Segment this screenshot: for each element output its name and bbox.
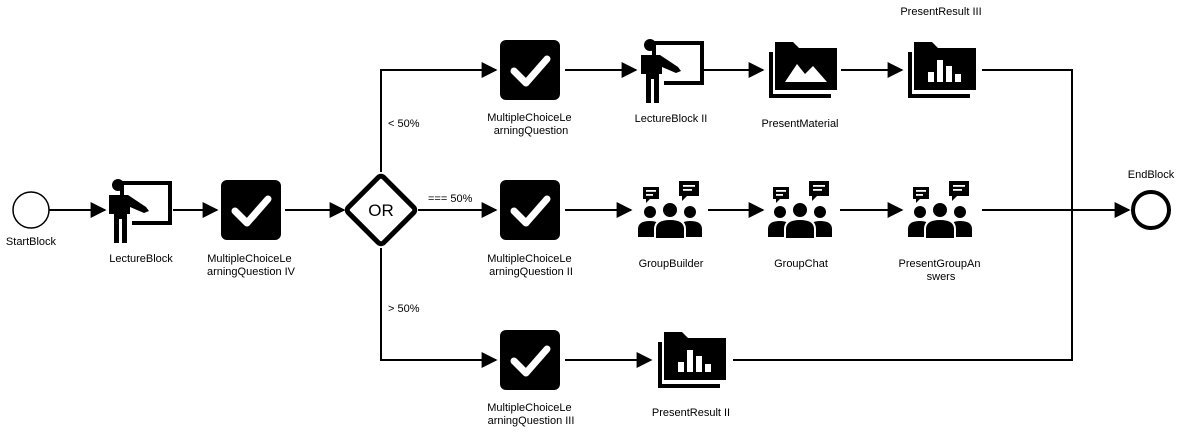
node-mcq-iv[interactable]: MultipleChoiceLe arningQuestion IV bbox=[207, 180, 296, 278]
node-present-material-label: PresentMaterial bbox=[761, 118, 838, 130]
end-event[interactable]: EndBlock bbox=[1128, 169, 1175, 230]
node-mcq-iii[interactable]: MultipleChoiceLe arningQuestion III bbox=[487, 330, 574, 427]
start-label: StartBlock bbox=[6, 236, 57, 248]
node-present-material[interactable]: PresentMaterial bbox=[761, 42, 839, 130]
node-mcq[interactable]: MultipleChoiceLe arningQuestion bbox=[487, 40, 574, 137]
checkbox-icon bbox=[221, 180, 281, 240]
node-mcq-iii-label: MultipleChoiceLe arningQuestion III bbox=[487, 402, 574, 427]
checkbox-icon bbox=[500, 330, 560, 390]
connectors bbox=[49, 62, 1131, 368]
node-present-group-answers-label: PresentGroupAn swers bbox=[899, 258, 984, 283]
node-group-builder-label: GroupBuilder bbox=[639, 258, 704, 270]
node-lecture-block-ii[interactable]: LectureBlock II bbox=[635, 39, 708, 125]
node-lecture-block-ii-label: LectureBlock II bbox=[635, 113, 708, 125]
checkbox-icon bbox=[500, 40, 560, 100]
node-mcq-ii[interactable]: MultipleChoiceLe arningQuestion II bbox=[487, 180, 574, 278]
node-group-builder[interactable]: GroupBuilder bbox=[637, 180, 704, 270]
group-chat-icon bbox=[907, 180, 973, 240]
node-present-result-ii[interactable]: PresentResult II bbox=[652, 332, 730, 419]
edge-result3-end bbox=[982, 69, 1073, 210]
node-lecture-block[interactable]: LectureBlock bbox=[109, 179, 173, 265]
folder-chart-icon bbox=[908, 42, 976, 98]
node-lecture-block-label: LectureBlock bbox=[109, 253, 173, 265]
node-mcq-ii-label: MultipleChoiceLe arningQuestion II bbox=[487, 253, 574, 278]
start-event[interactable]: StartBlock bbox=[6, 191, 57, 248]
node-present-result-iii[interactable]: PresentResult III bbox=[900, 6, 982, 98]
presenter-icon bbox=[109, 179, 172, 243]
node-mcq-iv-label: MultipleChoiceLe arningQuestion IV bbox=[207, 253, 296, 278]
gateway-label: OR bbox=[368, 201, 394, 220]
folder-chart-icon bbox=[658, 332, 726, 388]
node-present-result-ii-label: PresentResult II bbox=[652, 407, 730, 419]
condition-high: > 50% bbox=[388, 303, 420, 315]
end-label: EndBlock bbox=[1128, 169, 1175, 181]
checkbox-icon bbox=[500, 180, 560, 240]
presenter-icon bbox=[641, 39, 704, 103]
condition-low: < 50% bbox=[388, 118, 420, 130]
edge-result2-end bbox=[733, 210, 1073, 361]
group-chat-icon bbox=[637, 180, 703, 240]
edge-gateway-mcq1 bbox=[380, 62, 498, 172]
node-group-chat[interactable]: GroupChat bbox=[767, 180, 833, 270]
node-group-chat-label: GroupChat bbox=[774, 258, 828, 270]
node-present-result-iii-label: PresentResult III bbox=[900, 6, 981, 18]
node-mcq-label: MultipleChoiceLe arningQuestion bbox=[487, 112, 574, 137]
condition-equal: === 50% bbox=[428, 193, 473, 205]
edge-gateway-mcq3 bbox=[380, 248, 498, 368]
folder-image-icon bbox=[769, 42, 837, 98]
or-gateway[interactable]: OR bbox=[344, 173, 418, 247]
node-present-group-answers[interactable]: PresentGroupAn swers bbox=[899, 180, 984, 283]
group-chat-icon bbox=[767, 180, 833, 240]
